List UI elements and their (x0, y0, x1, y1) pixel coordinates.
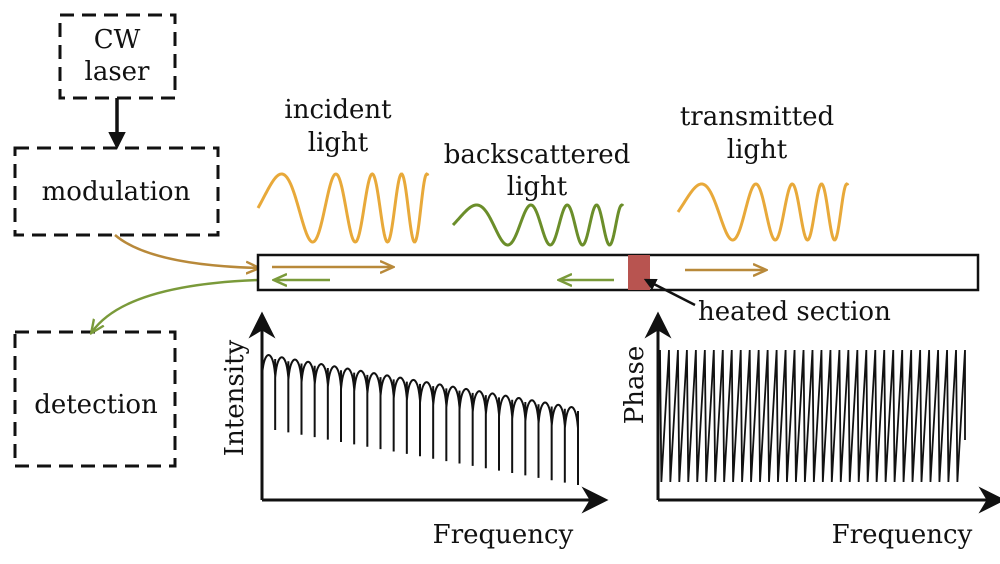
fiber (256, 253, 980, 292)
modulation-to-fiber-curve (114, 234, 258, 268)
transmitted-label-line1: transmitted (680, 102, 834, 132)
backscattered-label-line1: backscattered (444, 140, 631, 170)
incident-label-line2: light (308, 128, 369, 158)
backscattered-label-line2: light (507, 172, 568, 202)
modulation-label: modulation (42, 177, 191, 207)
intensity-spectrum-curve (261, 353, 579, 485)
heated-section-marker (628, 255, 650, 290)
intensity-y-label: Intensity (220, 339, 250, 456)
transmitted-light-wave (676, 182, 850, 242)
transmitted-label-line2: light (727, 135, 788, 165)
phase-sawtooth-curve (659, 349, 966, 483)
phase-x-label: Frequency (832, 520, 973, 550)
incident-light-wave (256, 172, 430, 244)
cw-laser-label-line2: laser (85, 57, 151, 87)
heated-section-pointer (643, 278, 696, 307)
backscattered-light-wave (451, 203, 625, 247)
detection-label: detection (34, 390, 158, 420)
fiber-to-detection-curve (92, 278, 259, 332)
modulation-box (13, 146, 220, 237)
cw-laser-label-line1: CW (94, 25, 141, 55)
heated-section-label: heated section (698, 297, 891, 327)
phase-y-label: Phase (620, 346, 650, 424)
intensity-x-label: Frequency (433, 520, 574, 550)
incident-label-line1: incident (284, 95, 392, 125)
